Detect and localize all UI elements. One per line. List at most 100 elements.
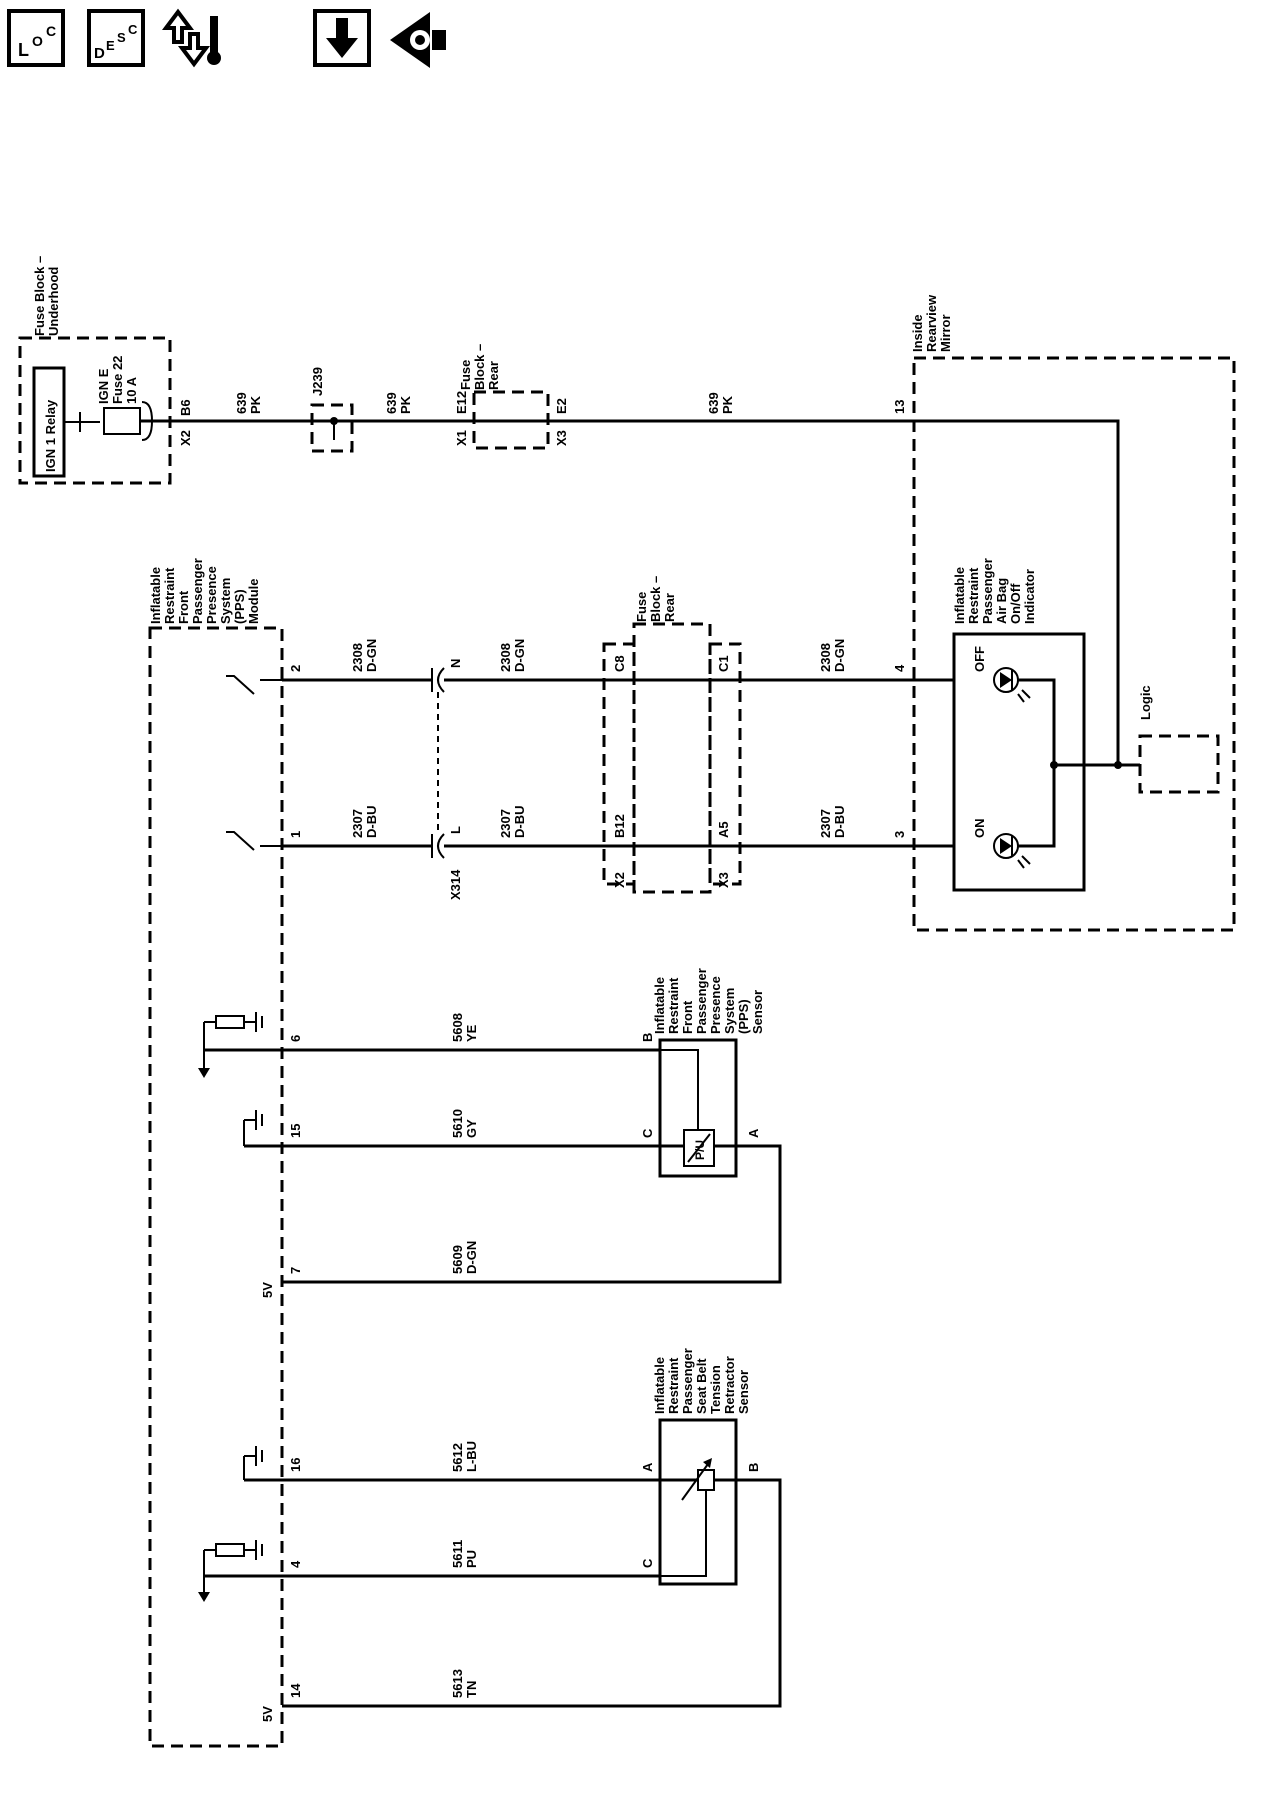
- description-button[interactable]: D E S C: [86, 8, 146, 68]
- resistor-4: [215, 1543, 245, 1557]
- pps-sensor-pin-b-label: B: [640, 1033, 655, 1042]
- ground-arrow-6: [198, 1068, 210, 1078]
- inside-mirror-label: Inside Rearview Mirror: [910, 291, 953, 352]
- off-led-arrow: [1000, 672, 1012, 688]
- wire-639-label-1: 639PK: [234, 392, 263, 414]
- ground-symbol-4: [203, 1540, 263, 1594]
- location-button[interactable]: L O C: [6, 8, 66, 68]
- connector-x2-label: X2: [178, 430, 193, 446]
- belt-sensor-arrow-head: [703, 1458, 712, 1468]
- wire-5609-dgn: [282, 1144, 782, 1284]
- belt-sensor-internal: [660, 1490, 707, 1577]
- pps-module-box: [148, 626, 284, 1748]
- connector-n-symbol: [431, 667, 445, 693]
- wire-5608-label: 5608YE: [450, 1013, 479, 1042]
- belt-sensor-label: Inflatable Restraint Passenger Seat Belt…: [652, 1345, 751, 1414]
- module-5v-label-1: 5V: [260, 1282, 275, 1298]
- connector-b12-label: B12: [612, 814, 627, 838]
- ground-arrow-4: [198, 1592, 210, 1602]
- ground-symbol-16: [243, 1446, 263, 1480]
- module-switch-2: [226, 675, 282, 695]
- connector-a5-label: A5: [716, 821, 731, 838]
- wire-2307-label-2: 2307D-BU: [498, 806, 527, 839]
- indicator-label: Inflatable Restraint Passenger Air Bag O…: [952, 555, 1037, 624]
- svg-text:E: E: [106, 38, 115, 53]
- module-pin-1-label: 1: [288, 831, 303, 838]
- module-pin-6-label: 6: [288, 1035, 303, 1042]
- connector-x3-label: X3: [554, 430, 569, 446]
- pps-sensor-internal: [660, 1049, 699, 1130]
- wire-5613-label: 5613TN: [450, 1669, 479, 1698]
- connector-x2-mid-label: X2: [612, 872, 627, 888]
- wire-2307-label-1: 2307D-BU: [350, 806, 379, 839]
- wire-5609-label: 5609D-GN: [450, 1241, 479, 1274]
- svg-text:O: O: [32, 33, 43, 49]
- resistor-6: [215, 1015, 245, 1029]
- module-pin-2-label: 2: [288, 665, 303, 672]
- module-pin-16-label: 16: [288, 1458, 303, 1472]
- warning-icon: [390, 12, 446, 68]
- belt-sensor-pin-b-label: B: [746, 1463, 761, 1472]
- connector-view-button[interactable]: [160, 8, 230, 68]
- pps-sensor-pin-c-label: C: [640, 1128, 655, 1138]
- module-pin-4-label: 4: [288, 1560, 303, 1568]
- module-switch-1: [226, 831, 282, 851]
- connector-x2-mid-box: [602, 642, 636, 886]
- logic-label: Logic: [1138, 685, 1153, 720]
- relay-switch: [64, 412, 100, 432]
- ground-symbol-6: [203, 1012, 263, 1070]
- junction-j239-box: [310, 403, 354, 453]
- description-icon: D E S C: [87, 9, 145, 67]
- svg-text:L: L: [18, 40, 29, 60]
- download-button[interactable]: [312, 8, 372, 68]
- svg-text:S: S: [117, 30, 126, 45]
- junction-j239-label: J239: [310, 367, 325, 396]
- connector-e2-label: E2: [554, 398, 569, 414]
- led-light-rays: [1017, 689, 1031, 869]
- logic-box: [1138, 734, 1220, 794]
- mirror-pin-3-label: 3: [892, 831, 907, 838]
- connector-x3-mid-label: X3: [716, 872, 731, 888]
- connector-c8-label: C8: [612, 655, 627, 672]
- indicator-junction-dot: [1050, 761, 1058, 769]
- fuse-block-underhood-box: [18, 336, 172, 485]
- ign-relay-label: IGN 1 Relay: [43, 399, 58, 472]
- connector-c1-label: C1: [716, 655, 731, 672]
- fuse-22-symbol: [103, 407, 141, 435]
- belt-sensor-pin-c-label: C: [640, 1558, 655, 1568]
- connector-b6-label: B6: [178, 399, 193, 416]
- fuse-block-rear-top-box: [472, 390, 550, 450]
- belt-sensor-pin-a-label: A: [640, 1462, 655, 1472]
- wire-2308-label-3: 2308D-GN: [818, 639, 847, 672]
- fuse-22-label: IGN E Fuse 22 10 A: [96, 352, 139, 404]
- connector-l-label: L: [448, 826, 463, 834]
- ground-symbol-15: [243, 1110, 263, 1146]
- belt-sensor-box: [658, 1418, 738, 1586]
- pps-sensor-pu-slash: [687, 1133, 711, 1163]
- svg-text:D: D: [94, 45, 105, 62]
- wire-5612-label: 5612L-BU: [450, 1441, 479, 1472]
- connector-x314-label: X314: [448, 869, 463, 900]
- wire-5613-tn: [282, 1478, 782, 1708]
- pps-module-label: Inflatable Restraint Front Passenger Pre…: [148, 555, 261, 624]
- pps-sensor-pu-label: P/U: [693, 1140, 707, 1160]
- connector-x3-mid-box: [708, 642, 742, 886]
- module-5v-label-2: 5V: [260, 1706, 275, 1722]
- module-pin-7-label: 7: [288, 1267, 303, 1274]
- fuse-block-underhood-label: Fuse Block – Underhood: [32, 252, 61, 336]
- pps-sensor-pin-a-label: A: [746, 1128, 761, 1138]
- wire-2308-label-1: 2308D-GN: [350, 639, 379, 672]
- mirror-pin-13-label: 13: [892, 400, 907, 414]
- warning-button[interactable]: [386, 8, 450, 68]
- location-icon: L O C: [7, 9, 65, 67]
- mirror-pin-4-label: 4: [892, 664, 907, 672]
- wire-5611-label: 5611PU: [450, 1540, 479, 1568]
- fuse-block-rear-mid-label: Fuse Block – Rear: [634, 572, 677, 622]
- wire-639-label-2: 639PK: [384, 392, 413, 414]
- svg-text:C: C: [128, 22, 138, 37]
- on-led-arrow: [1000, 838, 1012, 854]
- connector-l-symbol: [431, 833, 445, 859]
- indicator-on-label: ON: [972, 819, 987, 839]
- svg-text:C: C: [46, 23, 56, 39]
